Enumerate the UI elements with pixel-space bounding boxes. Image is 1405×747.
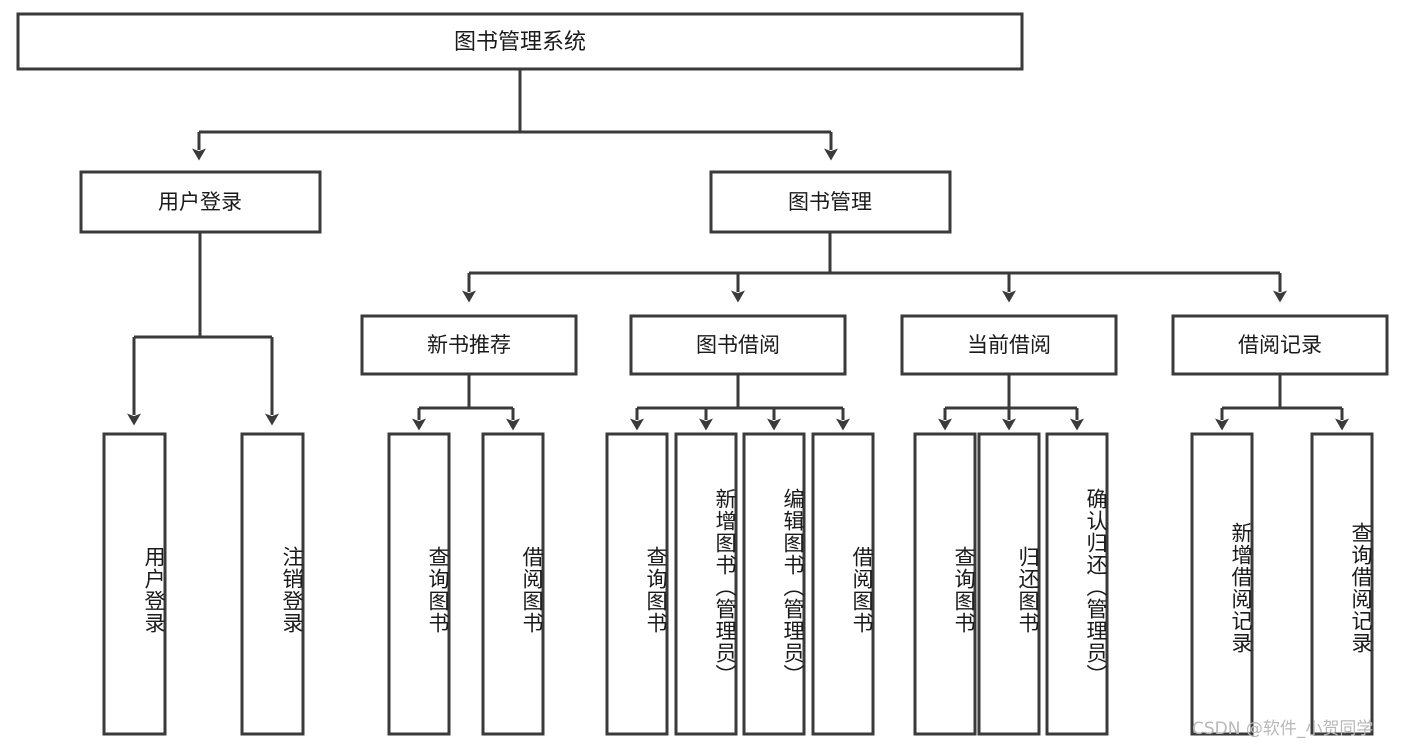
current-borrow-box [900, 314, 1118, 376]
new-book-rec-label: 新书推荐 [427, 333, 511, 357]
node-new-book-rec[interactable]: 新书推荐 [360, 314, 578, 376]
connector-user-login-to-leaves [127, 232, 279, 426]
new-book-rec-box [360, 314, 578, 376]
borrow-record-label: 借阅记录 [1238, 333, 1322, 357]
leaf-box-query-record[interactable] [1310, 432, 1374, 736]
connector-borrow-record-to-leaves [1215, 374, 1349, 431]
user-login-label: 用户登录 [158, 190, 242, 214]
book-borrow-box [629, 314, 847, 376]
leaf-box-user-login[interactable] [102, 432, 167, 736]
node-user-login[interactable]: 用户登录 [79, 170, 322, 234]
leaf-box-query-book-1[interactable] [387, 432, 451, 736]
leaf-box-edit-book[interactable] [742, 432, 806, 736]
connector-book-manage-to-level3 [462, 232, 1287, 303]
root-label: 图书管理系统 [454, 30, 586, 55]
book-manage-box [709, 170, 952, 234]
borrow-record-box [1171, 314, 1389, 376]
csdn-watermark: CSDN @软件_小贺同学 [1192, 719, 1374, 739]
leaf-box-user-logout[interactable] [240, 432, 305, 736]
connector-current-borrow-to-leaves [938, 374, 1084, 431]
root-box [16, 12, 1024, 71]
connector-root-to-level2 [192, 69, 838, 161]
leaf-box-add-record[interactable] [1190, 432, 1254, 736]
node-book-borrow[interactable]: 图书借阅 [629, 314, 847, 376]
current-borrow-label: 当前借阅 [967, 333, 1051, 357]
book-borrow-label: 图书借阅 [696, 333, 780, 357]
leaf-box-borrow-book-2[interactable] [811, 432, 875, 736]
leaf-boxes [102, 432, 1374, 736]
leaf-box-return-book[interactable] [977, 432, 1041, 736]
book-manage-label: 图书管理 [788, 190, 872, 214]
leaf-box-confirm-return[interactable] [1045, 432, 1109, 736]
leaf-box-query-book-2[interactable] [605, 432, 669, 736]
connector-new-book-rec-to-leaves [412, 374, 520, 431]
node-borrow-record[interactable]: 借阅记录 [1171, 314, 1389, 376]
leaf-box-add-book[interactable] [674, 432, 738, 736]
node-current-borrow[interactable]: 当前借阅 [900, 314, 1118, 376]
node-book-manage[interactable]: 图书管理 [709, 170, 952, 234]
node-root[interactable]: 图书管理系统 [16, 12, 1024, 71]
connector-book-borrow-to-leaves [630, 374, 850, 431]
leaf-box-query-book-3[interactable] [913, 432, 977, 736]
leaf-box-borrow-book-1[interactable] [481, 432, 545, 736]
